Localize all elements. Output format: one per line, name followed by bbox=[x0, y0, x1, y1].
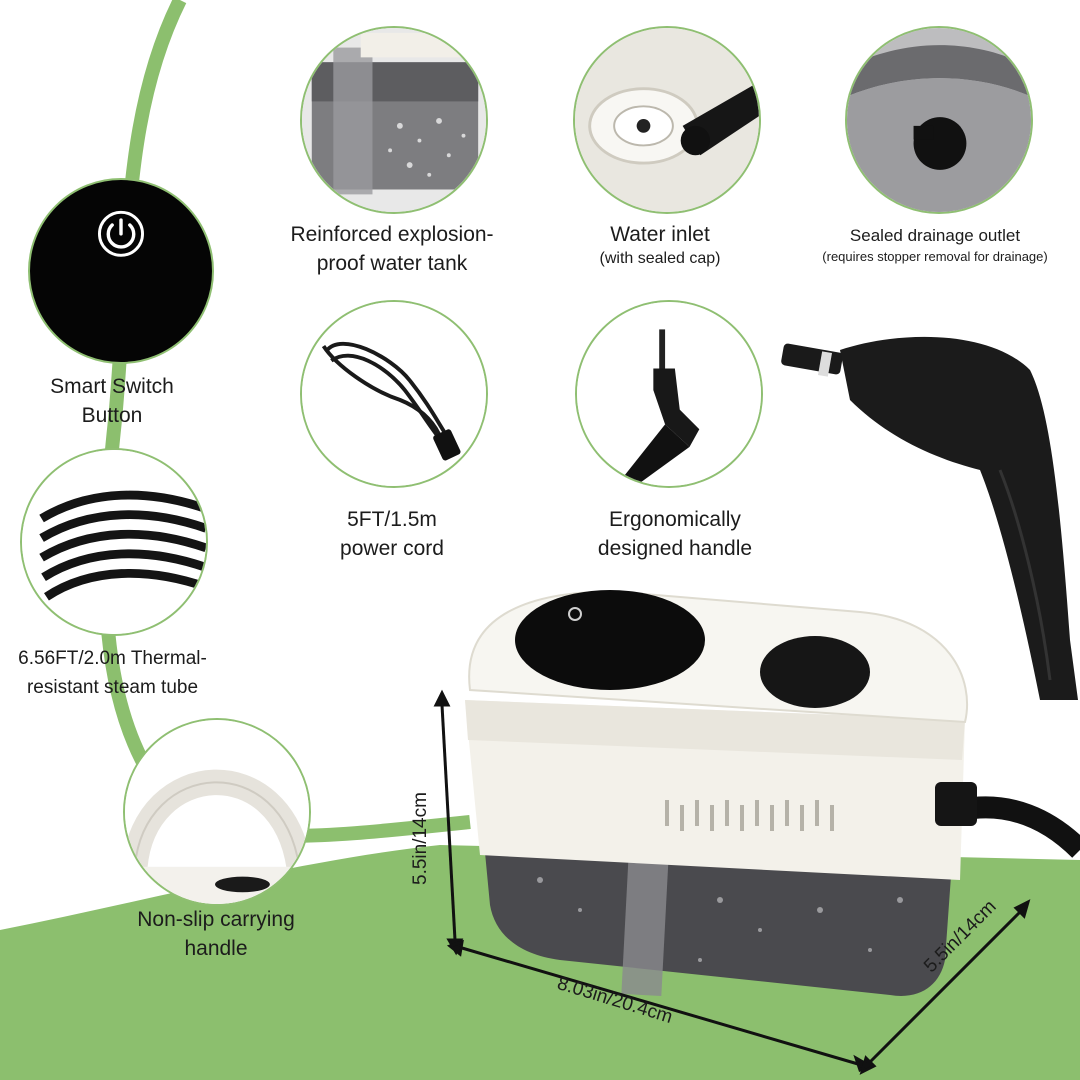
handle-circle bbox=[575, 300, 763, 488]
steam-hose bbox=[957, 796, 1080, 858]
power-icon bbox=[98, 210, 144, 257]
power-cord-circle bbox=[300, 300, 488, 488]
water-inlet-label: Water inlet (with sealed cap) bbox=[599, 223, 721, 267]
steam-tube-image bbox=[22, 450, 206, 634]
drainage-outlet-image bbox=[847, 28, 1031, 212]
drainage-outlet-label: Sealed drainage outlet (requires stopper… bbox=[822, 226, 1048, 264]
power-cord-image bbox=[302, 302, 486, 486]
base-unit bbox=[465, 590, 977, 996]
water-inlet-circle bbox=[573, 26, 761, 214]
water-tank-image bbox=[302, 28, 486, 212]
water-inlet-image bbox=[575, 28, 759, 212]
drainage-outlet-circle bbox=[845, 26, 1033, 214]
power-cord-label: 5FT/1.5m power cord bbox=[340, 508, 444, 560]
steam-gun bbox=[781, 336, 1078, 700]
dimension-lines bbox=[433, 689, 1031, 1075]
water-tank-circle bbox=[300, 26, 488, 214]
water-tank-label: Reinforced explosion- proof water tank bbox=[290, 223, 494, 275]
steam-tube-circle bbox=[20, 448, 208, 636]
carry-handle-label: Non-slip carrying handle bbox=[137, 908, 295, 960]
smart-switch-label: Smart Switch Button bbox=[50, 375, 174, 427]
handle-label: Ergonomically designed handle bbox=[597, 508, 753, 560]
steam-tube-label: 6.56FT/2.0m Thermal- resistant steam tub… bbox=[18, 648, 207, 698]
height-dimension-label: 5.5in/14cm bbox=[410, 792, 431, 885]
ergonomic-handle-image bbox=[577, 302, 761, 486]
smart-switch-circle bbox=[28, 178, 214, 364]
